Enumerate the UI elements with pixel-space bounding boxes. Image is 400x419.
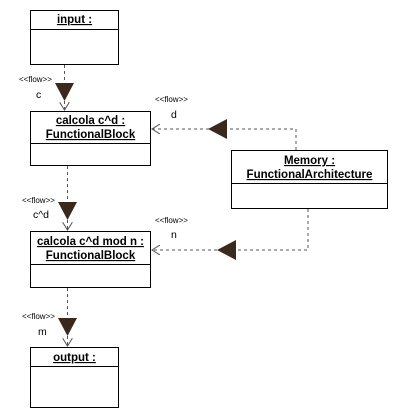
flow-cd[interactable]: <<flow>> c^d (22, 166, 77, 230)
flow-m-stereotype: <<flow>> (22, 312, 55, 321)
flow-d-label: d (171, 109, 177, 121)
flow-d-marker (208, 119, 227, 139)
flow-d-stereotype: <<flow>> (155, 95, 188, 104)
flow-c-label: c (36, 89, 41, 101)
block-calcola-cd-mod-n[interactable]: calcola c^d mod n : FunctionalBlock (30, 231, 151, 288)
block-memory[interactable]: Memory : FunctionalArchitecture (231, 150, 388, 209)
block-input[interactable]: input : (30, 10, 119, 65)
flow-m-label: m (38, 326, 47, 338)
block-calcola-cd-mod-n-type: FunctionalBlock (46, 250, 136, 262)
block-calcola-cd[interactable]: calcola c^d : FunctionalBlock (30, 111, 151, 166)
block-calcola-cd-title: calcola c^d : (56, 115, 125, 127)
block-input-title: input : (57, 14, 92, 26)
flow-m-marker (58, 318, 77, 336)
flow-cd-stereotype: <<flow>> (22, 196, 55, 205)
flow-c[interactable]: <<flow>> c (19, 65, 74, 110)
block-memory-type: FunctionalArchitecture (247, 169, 373, 181)
block-calcola-cd-type: FunctionalBlock (46, 129, 136, 141)
flow-c-marker (55, 83, 74, 101)
flow-m[interactable]: <<flow>> m (22, 288, 77, 346)
flow-n-label: n (171, 229, 177, 241)
flow-n-marker (217, 240, 236, 260)
flow-cd-marker (58, 202, 77, 220)
flow-c-stereotype: <<flow>> (19, 75, 52, 84)
flow-d[interactable]: <<flow>> d (152, 95, 297, 150)
flow-n[interactable]: <<flow>> n (152, 209, 309, 260)
flow-cd-label: c^d (33, 209, 49, 221)
flow-n-stereotype: <<flow>> (155, 216, 188, 225)
block-output[interactable]: output : (30, 347, 119, 408)
block-memory-title: Memory : (284, 155, 335, 167)
block-output-title: output : (53, 352, 96, 364)
block-calcola-cd-mod-n-title: calcola c^d mod n : (37, 236, 144, 248)
